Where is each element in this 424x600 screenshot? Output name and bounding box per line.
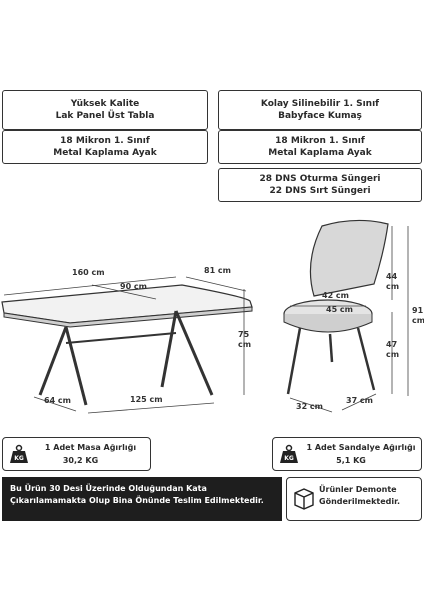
feature-line: Metal Kaplama Ayak bbox=[53, 148, 157, 158]
feature-chair-leg: 18 Mikron 1. Sınıf Metal Kaplama Ayak bbox=[218, 130, 422, 164]
chair-back-height-value: 44 bbox=[386, 272, 398, 281]
demonte-text-bold: Demonte bbox=[355, 485, 397, 494]
demonte-box: Ürünler Demonte Gönderilmektedir. bbox=[286, 477, 422, 521]
feature-fabric: Kolay Silinebilir 1. Sınıf Babyface Kuma… bbox=[218, 90, 422, 130]
chair-base-depth-label: 37 cm bbox=[346, 396, 373, 405]
demonte-text-line2: Gönderilmektedir. bbox=[319, 497, 400, 506]
feature-line: Metal Kaplama Ayak bbox=[268, 148, 372, 158]
feature-table-top: Yüksek Kalite Lak Panel Üst Tabla bbox=[2, 90, 208, 130]
table-weight-value: 30,2 KG bbox=[62, 456, 99, 465]
banner-bold: 30 Desi bbox=[49, 484, 83, 493]
table-illustration bbox=[1, 276, 253, 414]
feature-line: Kolay Silinebilir 1. Sınıf bbox=[260, 99, 380, 109]
delivery-banner-line2: Çıkarılamamakta Olup Bina Önünde Teslim … bbox=[10, 496, 264, 505]
table-weight-box: KG 1 Adet Masa Ağırlığı 30,2 KG bbox=[2, 437, 151, 471]
weight-icon-text: KG bbox=[14, 455, 24, 462]
chair-total-height-label: 91 cm bbox=[412, 306, 424, 326]
weight-icon: KG bbox=[10, 444, 28, 463]
table-leg-span-label: 125 cm bbox=[130, 395, 163, 404]
feature-line: 18 Mikron 1. Sınıf bbox=[275, 136, 365, 146]
chair-back-height-unit: cm bbox=[386, 282, 400, 291]
feature-sponge: 28 DNS Oturma Süngeri 22 DNS Sırt Sünger… bbox=[218, 168, 422, 202]
table-inner-label: 90 cm bbox=[120, 282, 147, 291]
table-weight-label: 1 Adet Masa Ağırlığı bbox=[44, 443, 137, 452]
table-height-unit: cm bbox=[238, 340, 252, 349]
table-height-label: 75 cm bbox=[238, 330, 251, 350]
chair-weight-label: 1 Adet Sandalye Ağırlığı bbox=[306, 443, 416, 452]
feature-line: Lak Panel Üst Tabla bbox=[55, 111, 155, 121]
demonte-text-pre: Ürünler bbox=[319, 485, 356, 494]
chair-total-height-unit: cm bbox=[412, 316, 424, 325]
chair-seat-width-label: 45 cm bbox=[326, 305, 353, 314]
table-leg-depth-label: 64 cm bbox=[44, 396, 71, 405]
chair-illustration bbox=[283, 219, 409, 413]
chair-seat-height-value: 47 bbox=[386, 340, 398, 349]
chair-base-width-label: 32 cm bbox=[296, 402, 323, 411]
chair-back-height-label: 44 cm bbox=[386, 272, 399, 292]
table-height-value: 75 bbox=[238, 330, 250, 339]
table-width-label: 81 cm bbox=[204, 266, 231, 275]
chair-seat-height-label: 47 cm bbox=[386, 340, 399, 360]
chair-seat-height-unit: cm bbox=[386, 350, 400, 359]
weight-icon-text: KG bbox=[284, 455, 294, 462]
weight-icon: KG bbox=[280, 444, 298, 463]
feature-line: Yüksek Kalite bbox=[70, 99, 140, 109]
feature-line: 18 Mikron 1. Sınıf bbox=[60, 136, 150, 146]
feature-line: 28 DNS Oturma Süngeri bbox=[259, 174, 381, 184]
box-icon bbox=[294, 488, 314, 510]
chair-weight-value: 5,1 KG bbox=[336, 456, 366, 465]
delivery-banner: Bu Ürün 30 Desi Üzerinde Olduğundan Kata… bbox=[2, 477, 282, 521]
banner-text: Üzerinde Olduğundan Kata bbox=[82, 484, 207, 493]
chair-weight-box: KG 1 Adet Sandalye Ağırlığı 5,1 KG bbox=[272, 437, 422, 471]
chair-total-height-value: 91 bbox=[412, 306, 424, 315]
chair-seat-width-top-label: 42 cm bbox=[322, 291, 349, 300]
feature-line: 22 DNS Sırt Süngeri bbox=[269, 186, 371, 196]
table-length-label: 160 cm bbox=[72, 268, 105, 277]
feature-table-leg: 18 Mikron 1. Sınıf Metal Kaplama Ayak bbox=[2, 130, 208, 164]
delivery-banner-line1: Bu Ürün 30 Desi Üzerinde Olduğundan Kata bbox=[10, 483, 274, 495]
banner-text: Bu Ürün bbox=[10, 484, 50, 493]
demonte-text: Ürünler Demonte Gönderilmektedir. bbox=[319, 484, 400, 508]
feature-line: Babyface Kumaş bbox=[278, 111, 362, 121]
